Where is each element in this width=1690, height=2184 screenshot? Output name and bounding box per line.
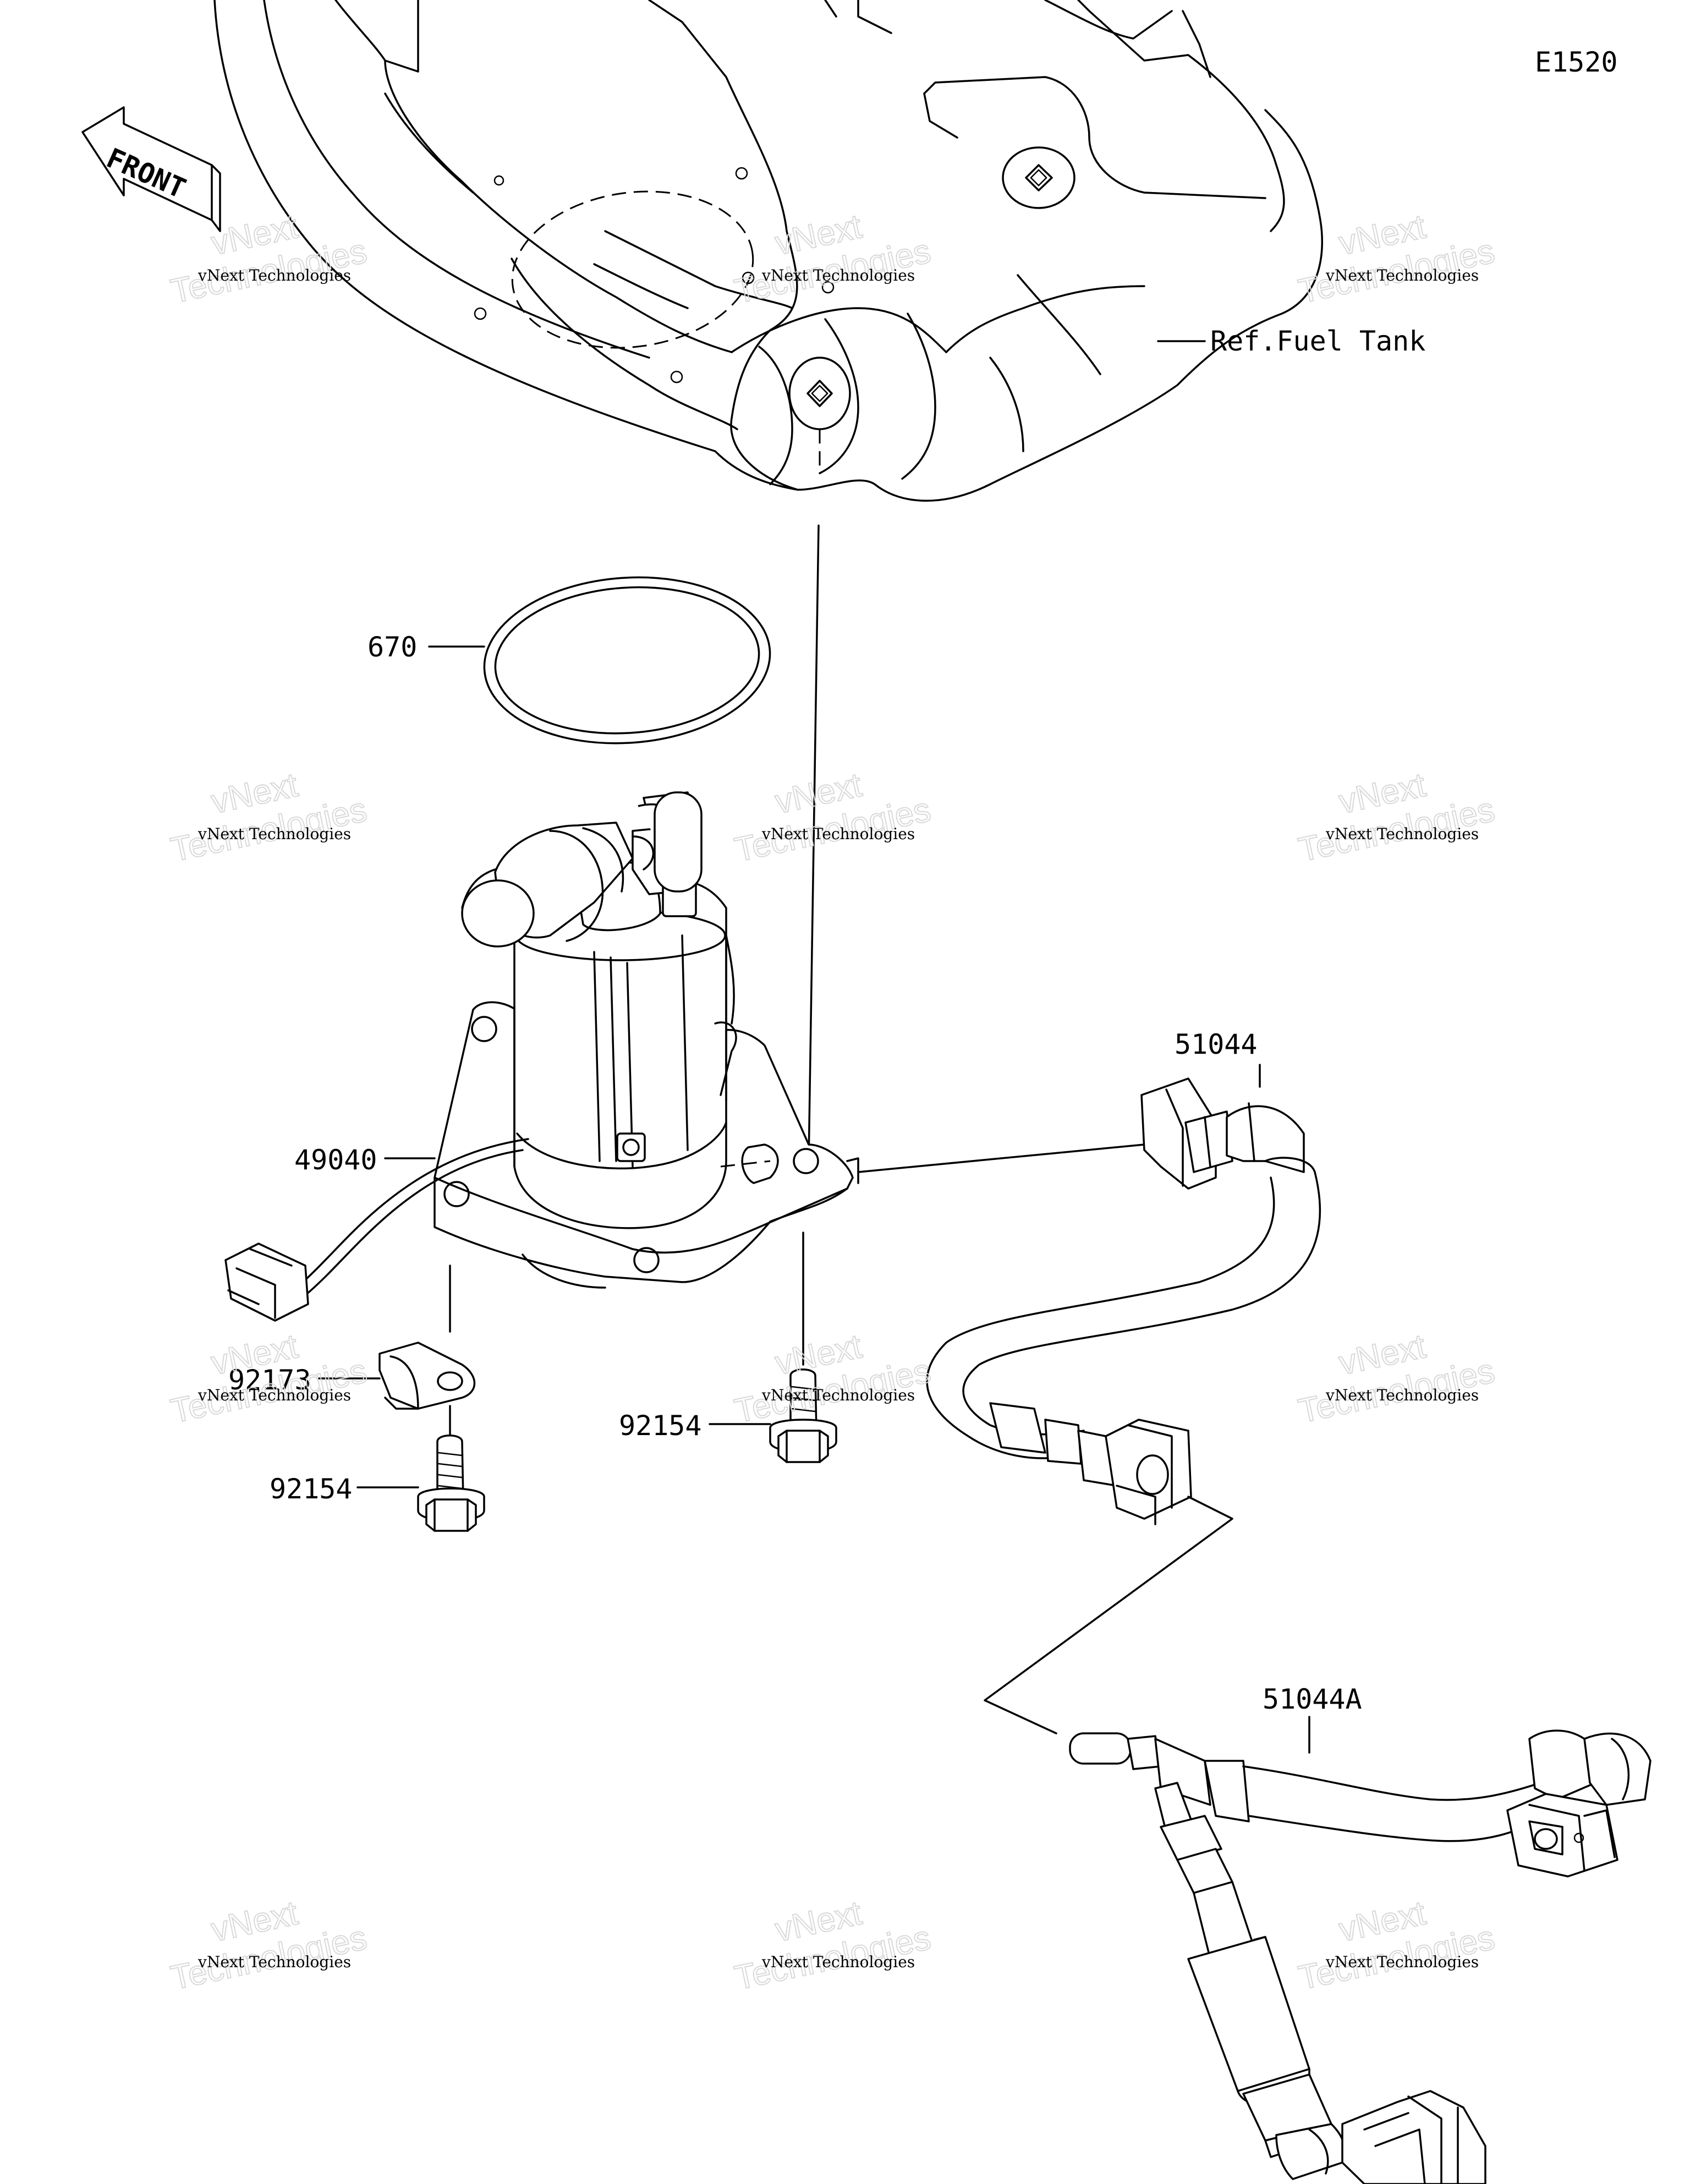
part-label-92154-center: 92154 xyxy=(619,1410,702,1442)
bolt-left xyxy=(417,1435,485,1532)
fuel-hose-51044 xyxy=(857,1077,1321,1525)
watermark-11: vNext Technologies vNext Technologies xyxy=(731,1893,934,1998)
watermark-10: vNext Technologies vNext Technologies xyxy=(167,1893,370,1998)
fuel-tank: Ref.Fuel Tank xyxy=(213,0,1425,502)
o-ring xyxy=(483,576,771,745)
part-label-49040: 49040 xyxy=(294,1144,377,1176)
svg-text:vNext Technologies: vNext Technologies xyxy=(761,1386,915,1404)
diagram-code: E1520 xyxy=(1535,46,1618,78)
assembly-axis xyxy=(808,524,820,1162)
ref-fuel-tank-label: Ref.Fuel Tank xyxy=(1210,325,1425,357)
bolt-center xyxy=(769,1369,837,1463)
svg-text:vNext Technologies: vNext Technologies xyxy=(197,825,351,843)
part-label-92173: 92173 xyxy=(228,1364,311,1396)
watermark-7: vNext Technologies vNext Technologies xyxy=(167,1327,370,1431)
hose-connection-line xyxy=(984,1496,1233,1734)
watermark-8: vNext Technologies vNext Technologies xyxy=(731,1327,934,1431)
watermark-12: vNext Technologies vNext Technologies xyxy=(1294,1893,1498,1998)
watermark-6: vNext Technologies vNext Technologies xyxy=(1294,765,1498,870)
fuel-pump xyxy=(224,791,859,1322)
svg-text:vNext Technologies: vNext Technologies xyxy=(1325,1386,1479,1404)
part-label-51044a: 51044A xyxy=(1263,1683,1362,1715)
svg-text:vNext Technologies: vNext Technologies xyxy=(1325,825,1479,843)
watermark-9: vNext Technologies vNext Technologies xyxy=(1294,1327,1498,1431)
part-label-92154-left: 92154 xyxy=(270,1473,353,1505)
watermark-3: vNext Technologies vNext Technologies xyxy=(1294,207,1498,311)
svg-text:vNext Technologies: vNext Technologies xyxy=(1325,1953,1479,1971)
part-label-670: 670 xyxy=(367,631,417,663)
watermark-2: vNext Technologies vNext Technologies xyxy=(731,207,934,311)
part-label-51044: 51044 xyxy=(1175,1028,1258,1060)
watermark-4: vNext Technologies vNext Technologies xyxy=(167,765,370,870)
svg-text:vNext Technologies: vNext Technologies xyxy=(761,266,915,284)
svg-text:vNext Technologies: vNext Technologies xyxy=(197,1953,351,1971)
watermark-1: vNext Technologies vNext Technologies xyxy=(167,207,370,311)
fuel-hose-51044a xyxy=(1069,1729,1651,2184)
front-arrow-icon: FRONT xyxy=(81,106,221,232)
watermark-5: vNext Technologies vNext Technologies xyxy=(731,765,934,870)
clamp xyxy=(378,1342,476,1410)
svg-text:vNext Technologies: vNext Technologies xyxy=(761,825,915,843)
svg-text:vNext Technologies: vNext Technologies xyxy=(1325,266,1479,284)
svg-text:vNext Technologies: vNext Technologies xyxy=(197,266,351,284)
svg-text:vNext Technologies: vNext Technologies xyxy=(761,1953,915,1971)
svg-text:vNext Technologies: vNext Technologies xyxy=(197,1386,351,1404)
